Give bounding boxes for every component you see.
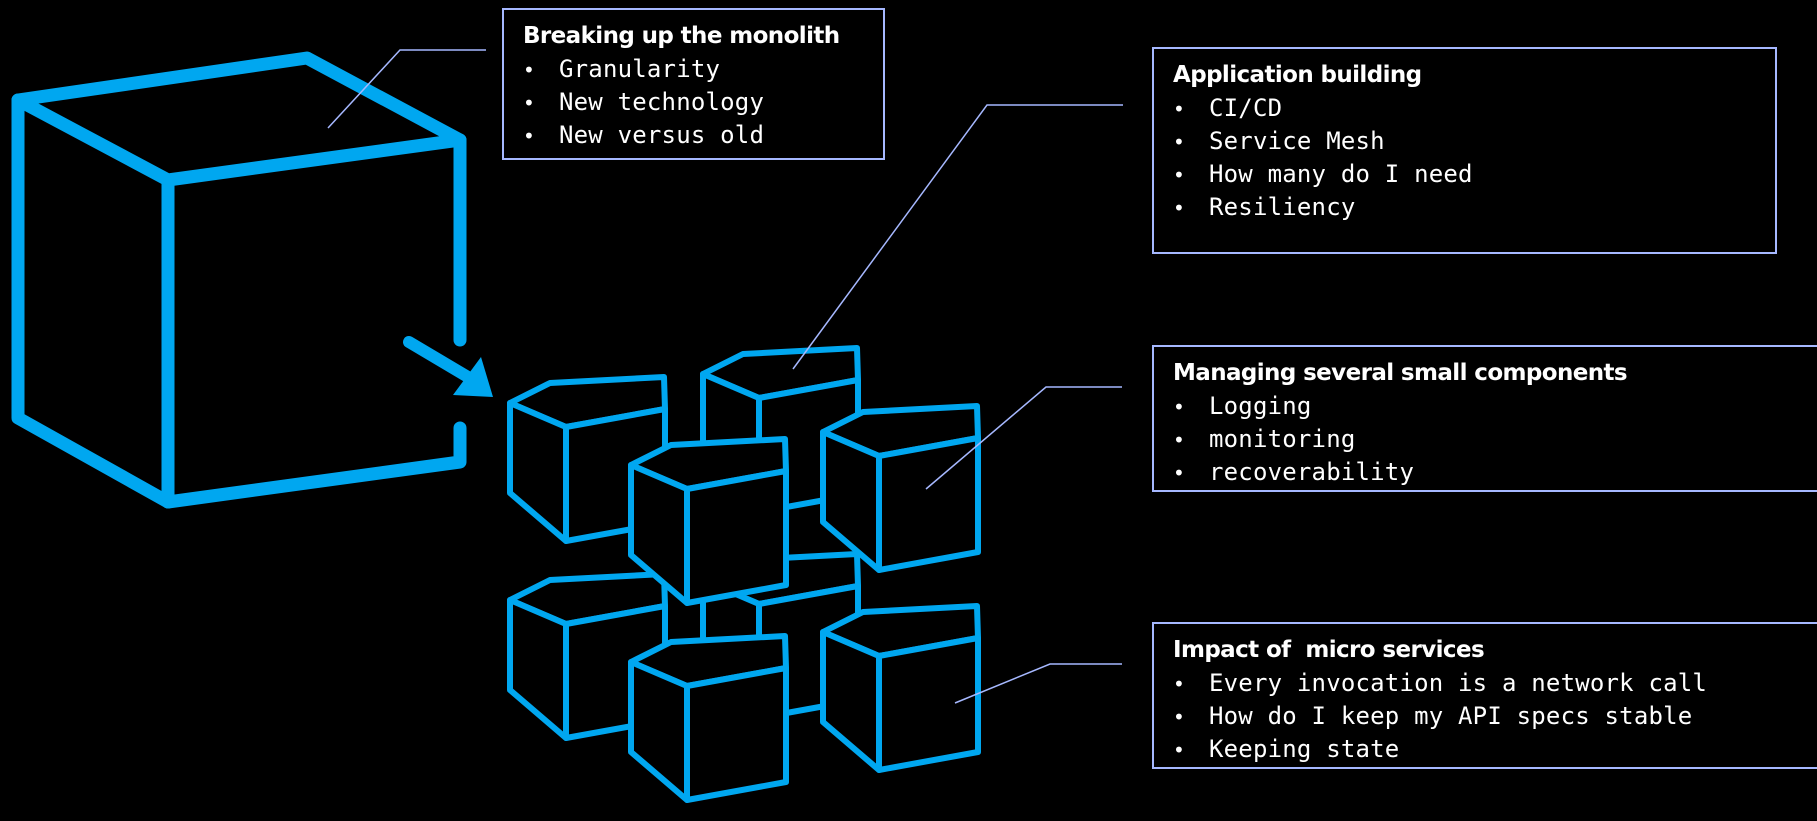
callout-monolith-title: Breaking up the monolith bbox=[523, 23, 840, 49]
list-item: •Granularity bbox=[523, 53, 863, 86]
leader-line-manage bbox=[925, 386, 1122, 490]
bullet: • bbox=[1173, 672, 1185, 696]
small-cube-icon bbox=[628, 633, 789, 803]
list-item: •monitoring bbox=[1173, 423, 1807, 456]
list-item: •New versus old bbox=[523, 119, 863, 152]
bullet: • bbox=[1173, 395, 1185, 419]
callout-monolith-list: •Granularity •New technology •New versus… bbox=[523, 53, 863, 152]
callout-managing-components-list: •Logging •monitoring •recoverability bbox=[1173, 390, 1807, 489]
callout-managing-components: Managing several small components •Loggi… bbox=[1152, 345, 1817, 492]
list-item: •How do I keep my API specs stable bbox=[1173, 700, 1807, 733]
bullet: • bbox=[523, 58, 535, 82]
small-cube-icon bbox=[820, 603, 981, 773]
callout-application-building-list: •CI/CD •Service Mesh •How many do I need… bbox=[1173, 92, 1755, 224]
monolith-cube-icon bbox=[11, 51, 467, 509]
list-item: •CI/CD bbox=[1173, 92, 1755, 125]
small-cube-icon bbox=[820, 403, 981, 573]
leader-line-impact bbox=[954, 663, 1122, 704]
list-item: •Logging bbox=[1173, 390, 1807, 423]
list-item: •How many do I need bbox=[1173, 158, 1755, 191]
callout-application-building: Application building •CI/CD •Service Mes… bbox=[1152, 47, 1777, 254]
callout-monolith: Breaking up the monolith •Granularity •N… bbox=[502, 8, 885, 160]
list-item: •Resiliency bbox=[1173, 191, 1755, 224]
bullet: • bbox=[523, 91, 535, 115]
bullet: • bbox=[1173, 196, 1185, 220]
microservices-cubes-icon bbox=[507, 345, 981, 803]
bullet: • bbox=[1173, 130, 1185, 154]
list-item: •Service Mesh bbox=[1173, 125, 1755, 158]
bullet: • bbox=[1173, 705, 1185, 729]
list-item: •Every invocation is a network call bbox=[1173, 667, 1807, 700]
list-item: •Keeping state bbox=[1173, 733, 1807, 766]
bullet: • bbox=[1173, 428, 1185, 452]
callout-managing-components-title: Managing several small components bbox=[1173, 360, 1628, 386]
bullet: • bbox=[1173, 461, 1185, 485]
arrow-icon bbox=[403, 336, 493, 397]
small-cube-icon bbox=[507, 374, 668, 544]
bullet: • bbox=[1173, 738, 1185, 762]
bullet: • bbox=[1173, 97, 1185, 121]
callout-application-building-title: Application building bbox=[1173, 62, 1422, 88]
callout-impact-microservices-list: •Every invocation is a network call •How… bbox=[1173, 667, 1807, 766]
callout-impact-microservices-title: Impact of micro services bbox=[1173, 637, 1485, 663]
leader-line-monolith bbox=[327, 49, 486, 129]
leader-lines bbox=[327, 49, 1123, 704]
small-cube-icon bbox=[628, 436, 789, 606]
bullet: • bbox=[1173, 163, 1185, 187]
list-item: •New technology bbox=[523, 86, 863, 119]
list-item: •recoverability bbox=[1173, 456, 1807, 489]
callout-impact-microservices: Impact of micro services •Every invocati… bbox=[1152, 622, 1817, 769]
bullet: • bbox=[523, 124, 535, 148]
leader-line-app bbox=[792, 104, 1123, 370]
